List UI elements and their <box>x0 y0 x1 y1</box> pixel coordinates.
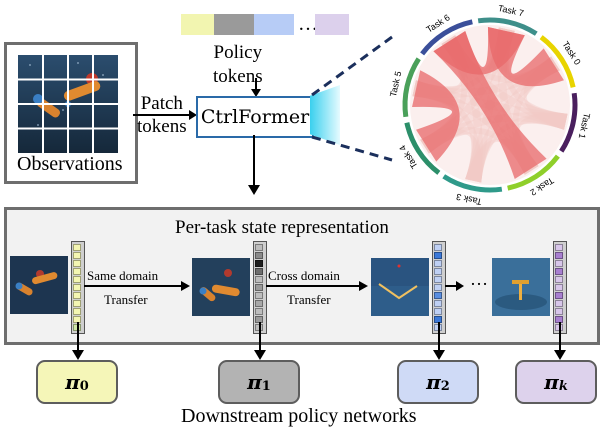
token-ellipsis: … <box>298 13 318 35</box>
ctrlformer-label: CtrlFormer <box>200 106 310 128</box>
token-column-3 <box>432 241 446 334</box>
cross-domain-thumbnail <box>371 258 429 316</box>
panel-title: Per-task state representation <box>175 217 389 238</box>
cross-domain-arrow <box>266 281 368 291</box>
attention-beam <box>310 85 340 145</box>
task-arc-4 <box>404 122 441 175</box>
observations-label: Observations <box>17 153 123 175</box>
same-domain-arrow <box>84 281 190 291</box>
policy-token-2 <box>254 14 294 35</box>
chord-link <box>465 112 568 183</box>
task-label-5: Task 5 <box>388 70 403 98</box>
same-domain-transfer-label: Transfer <box>104 292 148 307</box>
policy-arrow-2 <box>433 322 445 360</box>
task-arc-5 <box>402 57 421 118</box>
policy-arrow-0 <box>72 322 84 360</box>
chord-link-highlight <box>433 31 547 179</box>
cross-domain-transfer-label: Transfer <box>287 292 331 307</box>
patch-tokens-arrow <box>133 110 197 120</box>
chord-link-highlight <box>487 27 564 87</box>
task-label-7: Task 7 <box>497 5 525 18</box>
task-arc-2 <box>507 154 560 191</box>
downstream-label: Downstream policy networks <box>181 405 417 427</box>
middle-ellipsis: … <box>470 269 488 289</box>
small-arrow <box>445 281 464 291</box>
task-arc-0 <box>539 35 576 88</box>
policy-token-3 <box>315 14 349 35</box>
task-arc-1 <box>559 92 578 153</box>
policy-arrow-1 <box>254 322 266 360</box>
task-arc-6 <box>420 19 473 56</box>
policy-tokens-arrow <box>251 78 261 97</box>
same-domain-label: Same domain <box>87 268 159 283</box>
reacher-thumbnail-2 <box>192 258 250 316</box>
task-arc-3 <box>442 174 503 193</box>
ctrlformer-down-arrow <box>248 135 260 195</box>
patch-tokens-label: Patch tokens <box>137 93 187 137</box>
policy-tokens-label: Policy tokens <box>213 42 263 87</box>
observation-image <box>18 55 118 153</box>
policy-arrow-k <box>554 322 566 360</box>
token-column-1 <box>71 241 85 334</box>
reacher-thumbnail-1 <box>10 256 68 314</box>
policy-token-0 <box>181 14 214 35</box>
zoom-dashed-lines <box>311 35 393 162</box>
task-label-3: Task 3 <box>455 192 483 205</box>
token-column-2 <box>253 241 267 334</box>
cross-domain-label: Cross domain <box>268 268 340 283</box>
task-arc-7 <box>477 17 538 36</box>
pole-thumbnail <box>492 258 550 316</box>
task-label-1: Task 1 <box>577 112 592 140</box>
chord-link-highlight <box>412 70 460 162</box>
policy-token-1 <box>214 14 254 35</box>
token-column-4 <box>553 241 567 334</box>
ctrlformer-box: CtrlFormer <box>196 96 314 138</box>
